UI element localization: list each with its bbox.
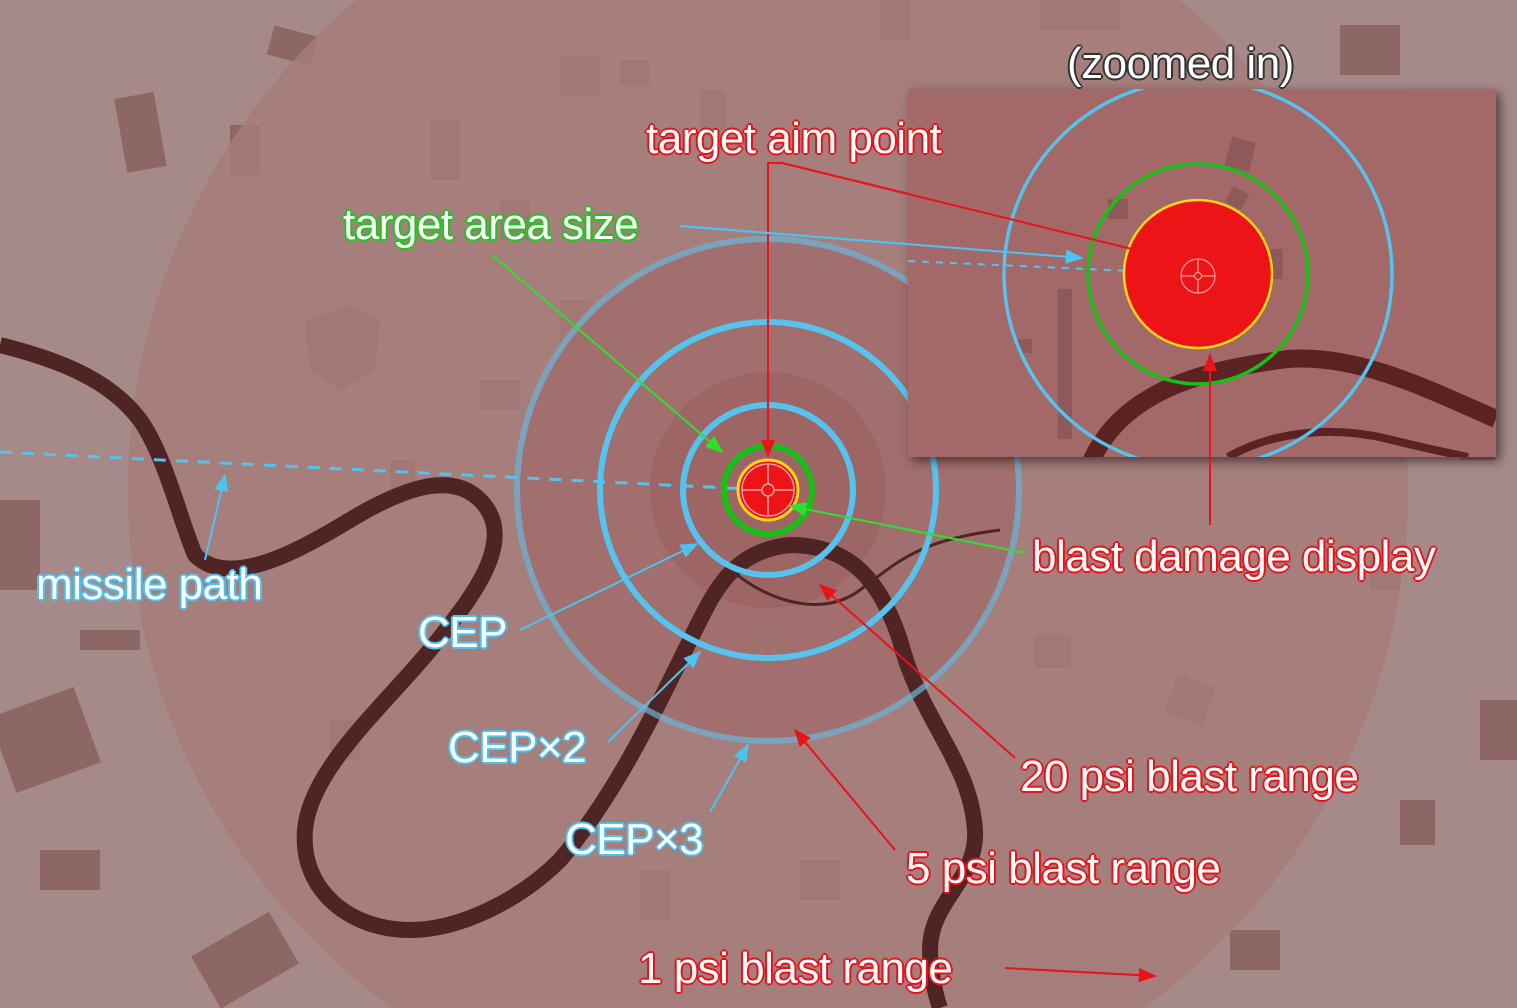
cep-x2-arrow [607,650,702,743]
inset-blast-damage-display [1122,198,1274,350]
blast-damage-arrow [788,502,1026,554]
road [718,528,1001,606]
cep-x3-arrow [709,743,749,813]
psi1-arrow [1004,967,1157,983]
psi5-arrow [793,728,896,851]
target-area-arrow [491,254,724,454]
inset-crosshair-icon [1180,258,1216,294]
crosshair-icon [741,463,795,517]
river [0,337,984,1008]
label-target-area-size: target area size [343,200,639,249]
label-target-aim-point: target aim point [646,114,942,163]
blast-damage-display [736,458,800,522]
label-cep-x3: CEP×3 [565,815,704,864]
inset-cep-ring [1002,89,1394,457]
label-1psi-blast-range: 1 psi blast range [638,944,953,993]
psi20-arrow [818,583,1016,759]
label-5psi-blast-range: 5 psi blast range [906,844,1221,893]
label-cep: CEP [418,608,507,657]
label-missile-path: missile path [36,560,263,609]
inset-target-area-ring [1086,162,1310,386]
zoomed-inset-panel [908,89,1496,457]
target-aim-point-arrow [760,162,782,458]
label-blast-damage-display: blast damage display [1032,532,1436,581]
missile-path-arrow [204,473,229,561]
label-20psi-blast-range: 20 psi blast range [1020,752,1359,801]
label-cep-x2: CEP×2 [448,723,587,772]
cep-arrow [519,543,699,631]
missile-path-line [0,450,769,492]
inset-title: (zoomed in) [1067,39,1294,88]
